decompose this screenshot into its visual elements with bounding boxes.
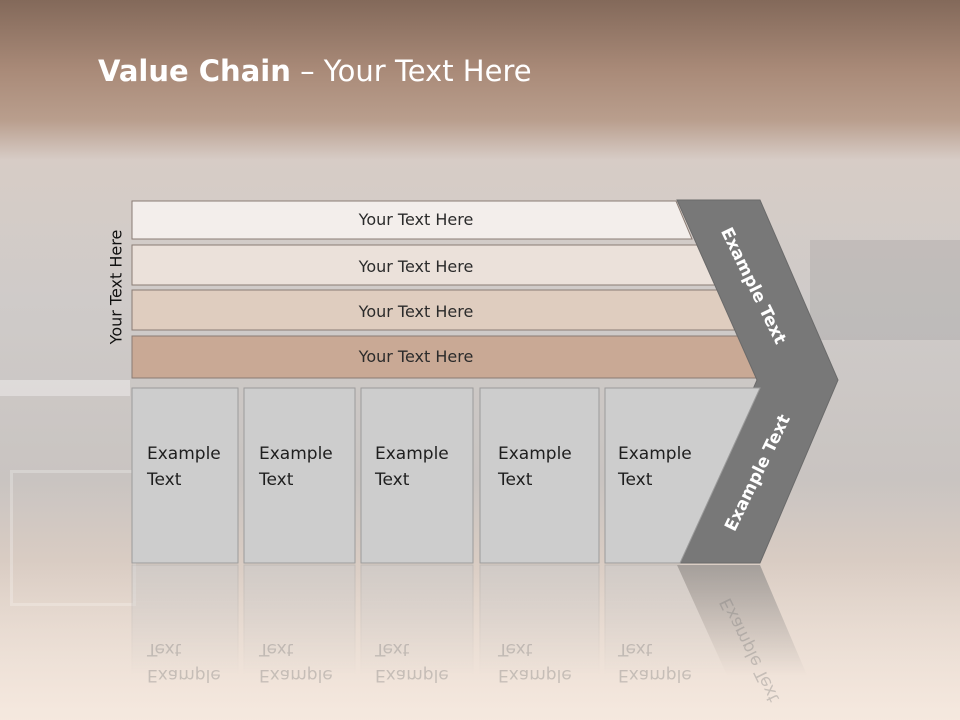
box-4-line1: Example xyxy=(498,444,572,464)
box-1-line2: Text xyxy=(146,470,182,490)
box-5-shape xyxy=(604,387,761,564)
box-2-line2: Text xyxy=(258,470,294,490)
box-5-line1: Example xyxy=(618,444,692,464)
background-shelf xyxy=(0,380,130,396)
bar-1: Your Text Here xyxy=(131,200,693,240)
background-wall-panel xyxy=(810,240,960,340)
box-5: Example Text xyxy=(604,387,761,564)
title-rest: – Your Text Here xyxy=(290,54,532,88)
box-4-shape xyxy=(479,387,600,564)
title-bold: Value Chain xyxy=(98,54,291,88)
bar-1-label: Your Text Here xyxy=(358,210,474,229)
bar-3: Your Text Here xyxy=(131,289,740,331)
slide-title: Value Chain – Your Text Here xyxy=(98,54,532,88)
box-3-line2: Text xyxy=(374,470,410,490)
box-3: Example Text xyxy=(360,387,474,564)
box-2-shape xyxy=(243,387,356,564)
reflection-chevron xyxy=(677,565,827,720)
reflection xyxy=(131,564,827,720)
reflection-text-5b: Text xyxy=(617,639,653,659)
reflection-text-5a: Example xyxy=(618,665,692,685)
reflection-text-1b: Text xyxy=(146,639,182,659)
reflection-text-3a: Example xyxy=(375,665,449,685)
box-1: Example Text xyxy=(131,387,239,564)
reflection-text-4b: Text xyxy=(497,639,533,659)
box-4-line2: Text xyxy=(497,470,533,490)
bar-2: Your Text Here xyxy=(131,244,716,286)
box-2-line1: Example xyxy=(259,444,333,464)
reflection-text-2a: Example xyxy=(259,665,333,685)
bar-4-label: Your Text Here xyxy=(358,347,474,366)
reflection-box-4 xyxy=(479,564,600,720)
box-2: Example Text xyxy=(243,387,356,564)
bar-1-shape xyxy=(131,200,693,240)
box-3-shape xyxy=(360,387,474,564)
bar-4: Your Text Here xyxy=(131,335,764,379)
reflection-text-2b: Text xyxy=(258,639,294,659)
reflection-box-1 xyxy=(131,564,239,720)
reflection-text-3b: Text xyxy=(374,639,410,659)
reflection-box-2 xyxy=(243,564,356,720)
bar-2-label: Your Text Here xyxy=(358,257,474,276)
box-1-shape xyxy=(131,387,239,564)
box-4: Example Text xyxy=(479,387,600,564)
reflection-box-3 xyxy=(360,564,474,720)
box-1-line1: Example xyxy=(147,444,221,464)
box-3-line1: Example xyxy=(375,444,449,464)
box-5-line2: Text xyxy=(617,470,653,490)
bar-3-label: Your Text Here xyxy=(358,302,474,321)
reflection-text-4a: Example xyxy=(498,665,572,685)
reflection-text-1a: Example xyxy=(147,665,221,685)
